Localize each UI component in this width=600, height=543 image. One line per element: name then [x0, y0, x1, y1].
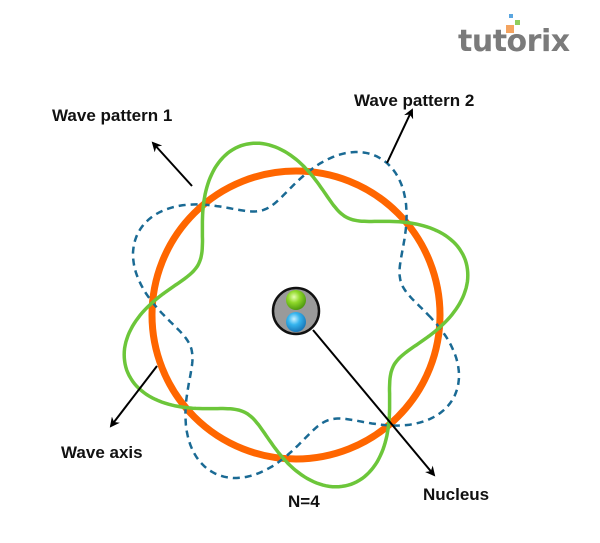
particle-green — [286, 290, 306, 310]
label-n-value: N=4 — [288, 492, 320, 511]
tutorix-logo: tutorix — [458, 24, 570, 59]
label-wave-axis: Wave axis — [61, 443, 143, 462]
logo-squares — [506, 14, 520, 33]
label-wave-pattern-1: Wave pattern 1 — [52, 106, 173, 125]
wave-pattern-1-curve — [122, 141, 470, 489]
arrow-nucleus — [312, 329, 436, 477]
logo-square-blue — [509, 14, 513, 18]
nucleus-circle — [271, 286, 321, 336]
nucleus — [271, 286, 321, 336]
particle-blue — [286, 312, 306, 332]
arrow-wave-axis — [109, 365, 158, 428]
arrow-wave-pattern-1 — [151, 141, 193, 187]
arrow-wave-pattern-2 — [386, 108, 414, 164]
label-nucleus: Nucleus — [423, 485, 490, 504]
wave-pattern-2-curve — [131, 150, 461, 480]
wave-axis-circle — [148, 167, 444, 463]
label-wave-pattern-2: Wave pattern 2 — [354, 91, 475, 110]
logo-square-orange — [506, 25, 514, 33]
logo-square-green — [515, 20, 520, 25]
